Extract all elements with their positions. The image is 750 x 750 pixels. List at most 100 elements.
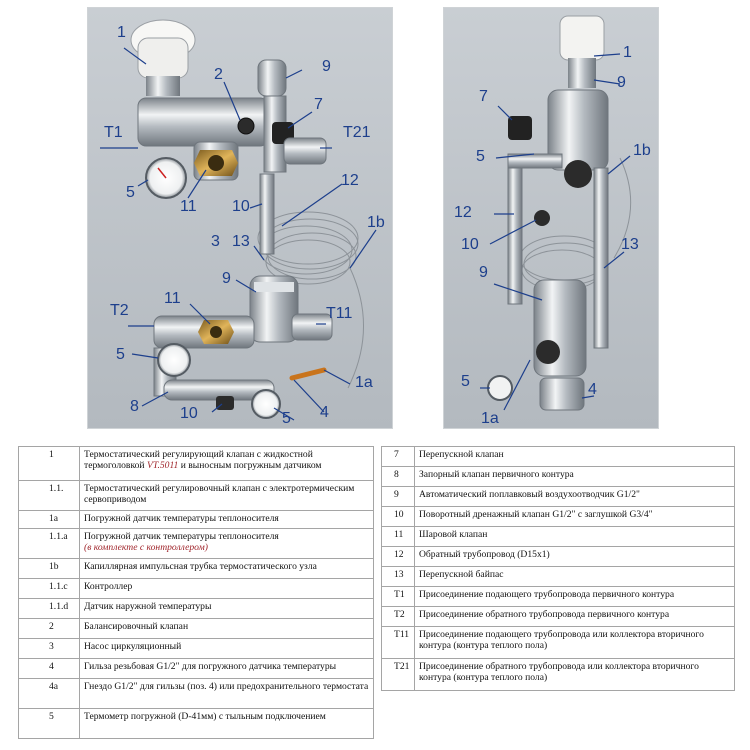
legend-code: 13	[381, 566, 415, 587]
right-callout-13: 13	[621, 236, 639, 253]
legend-text: Шаровой клапан	[414, 526, 735, 547]
legend-code: 12	[381, 546, 415, 567]
callout-10-bottom: 10	[180, 405, 198, 422]
callout-1a: 1a	[355, 374, 373, 391]
callout-10-top: 10	[232, 198, 250, 215]
legend-code: 1.1.	[18, 480, 80, 511]
right-callout-1b: 1b	[633, 142, 651, 159]
legend-text: Перепускной байпас	[414, 566, 735, 587]
legend-code: 1.1.a	[18, 528, 80, 559]
callout-t2: T2	[110, 302, 129, 319]
legend-text: Термостатический регулирующий клапан с ж…	[79, 446, 374, 481]
legend-text: Присоединение подающего трубопровода пер…	[414, 586, 735, 607]
legend-text: Термостатический регулировочный клапан с…	[79, 480, 374, 511]
legend-code: 5	[18, 708, 80, 739]
callout-5-left: 5	[116, 346, 125, 363]
legend-code: 1.1.c	[18, 578, 80, 599]
callout-9-mid: 9	[222, 270, 231, 287]
legend-code: 1b	[18, 558, 80, 579]
legend-code: 1	[18, 446, 80, 481]
legend-code: 9	[381, 486, 415, 507]
legend-text: Контроллер	[79, 578, 374, 599]
legend-text: Гнездо G1/2" для гильзы (поз. 4) или пре…	[79, 678, 374, 709]
legend-note: (в комплекте с контроллером)	[84, 542, 208, 553]
right-mixing-unit-illustration	[444, 8, 658, 428]
legend-text: Присоединение обратного трубопровода пер…	[414, 606, 735, 627]
callout-1b: 1b	[367, 214, 385, 231]
legend-text: Погружной датчик температуры теплоносите…	[79, 510, 374, 529]
legend-code: 3	[18, 638, 80, 659]
legend-note: VT.5011	[146, 460, 179, 471]
legend-text: Присоединение подающего трубопровода или…	[414, 626, 735, 659]
right-callout-4: 4	[588, 381, 597, 398]
callout-t21: T21	[343, 124, 371, 141]
legend-code: 4	[18, 658, 80, 679]
callout-8: 8	[130, 398, 139, 415]
legend-code: 11	[381, 526, 415, 547]
legend-text: Насос циркуляционный	[79, 638, 374, 659]
legend-code: 1.1.d	[18, 598, 80, 619]
right-callout-5-top: 5	[476, 148, 485, 165]
legend-text: Перепускной клапан	[414, 446, 735, 467]
left-photo	[87, 7, 393, 429]
callout-t1: T1	[104, 124, 123, 141]
callout-5-bottom: 5	[282, 410, 291, 427]
legend-text: Гильза резьбовая G1/2" для погружного да…	[79, 658, 374, 679]
callout-2: 2	[214, 66, 223, 83]
callout-11-top: 11	[180, 198, 197, 215]
callout-9: 9	[322, 58, 331, 75]
right-callout-7: 7	[479, 88, 488, 105]
legend-code: T21	[381, 658, 415, 691]
legend-code: 1a	[18, 510, 80, 529]
callout-5-top: 5	[126, 184, 135, 201]
legend-code: 10	[381, 506, 415, 527]
callout-3: 3	[211, 233, 220, 250]
table-row: 1 Термостатический регулирующий клапан с…	[18, 446, 374, 481]
legend-code: 2	[18, 618, 80, 639]
legend-table-left: 1 Термостатический регулирующий клапан с…	[18, 446, 374, 739]
legend-text: Капиллярная импульсная трубка термостати…	[79, 558, 374, 579]
legend-text: Автоматический поплавковый воздухоотводч…	[414, 486, 735, 507]
left-mixing-unit-illustration	[88, 8, 392, 428]
legend-text: Балансировочный клапан	[79, 618, 374, 639]
legend-text: Присоединение обратного трубопровода или…	[414, 658, 735, 691]
callout-7: 7	[314, 96, 323, 113]
table-row: 1.1.Термостатический регулировочный клап…	[18, 480, 374, 511]
right-callout-5-bottom: 5	[461, 373, 470, 390]
callout-4: 4	[320, 404, 329, 421]
legend-text: Поворотный дренажный клапан G1/2" с загл…	[414, 506, 735, 527]
callout-12: 12	[341, 172, 359, 189]
legend-code: 4a	[18, 678, 80, 709]
legend-code: 7	[381, 446, 415, 467]
legend-text: Датчик наружной температуры	[79, 598, 374, 619]
legend-code: 8	[381, 466, 415, 487]
right-callout-9-mid: 9	[479, 264, 488, 281]
right-callout-1: 1	[623, 44, 632, 61]
callout-13: 13	[232, 233, 250, 250]
callout-1: 1	[117, 24, 126, 41]
legend-text: Запорный клапан первичного контура	[414, 466, 735, 487]
legend-text: Обратный трубопровод (D15x1)	[414, 546, 735, 567]
legend-code: T11	[381, 626, 415, 659]
right-photo	[443, 7, 659, 429]
callout-t11: T11	[326, 305, 353, 322]
legend-text-part: Погружной датчик температуры теплоносите…	[84, 531, 279, 542]
right-callout-12: 12	[454, 204, 472, 221]
legend-text-part: Термостатический регулирующий клапан с ж…	[84, 449, 313, 471]
